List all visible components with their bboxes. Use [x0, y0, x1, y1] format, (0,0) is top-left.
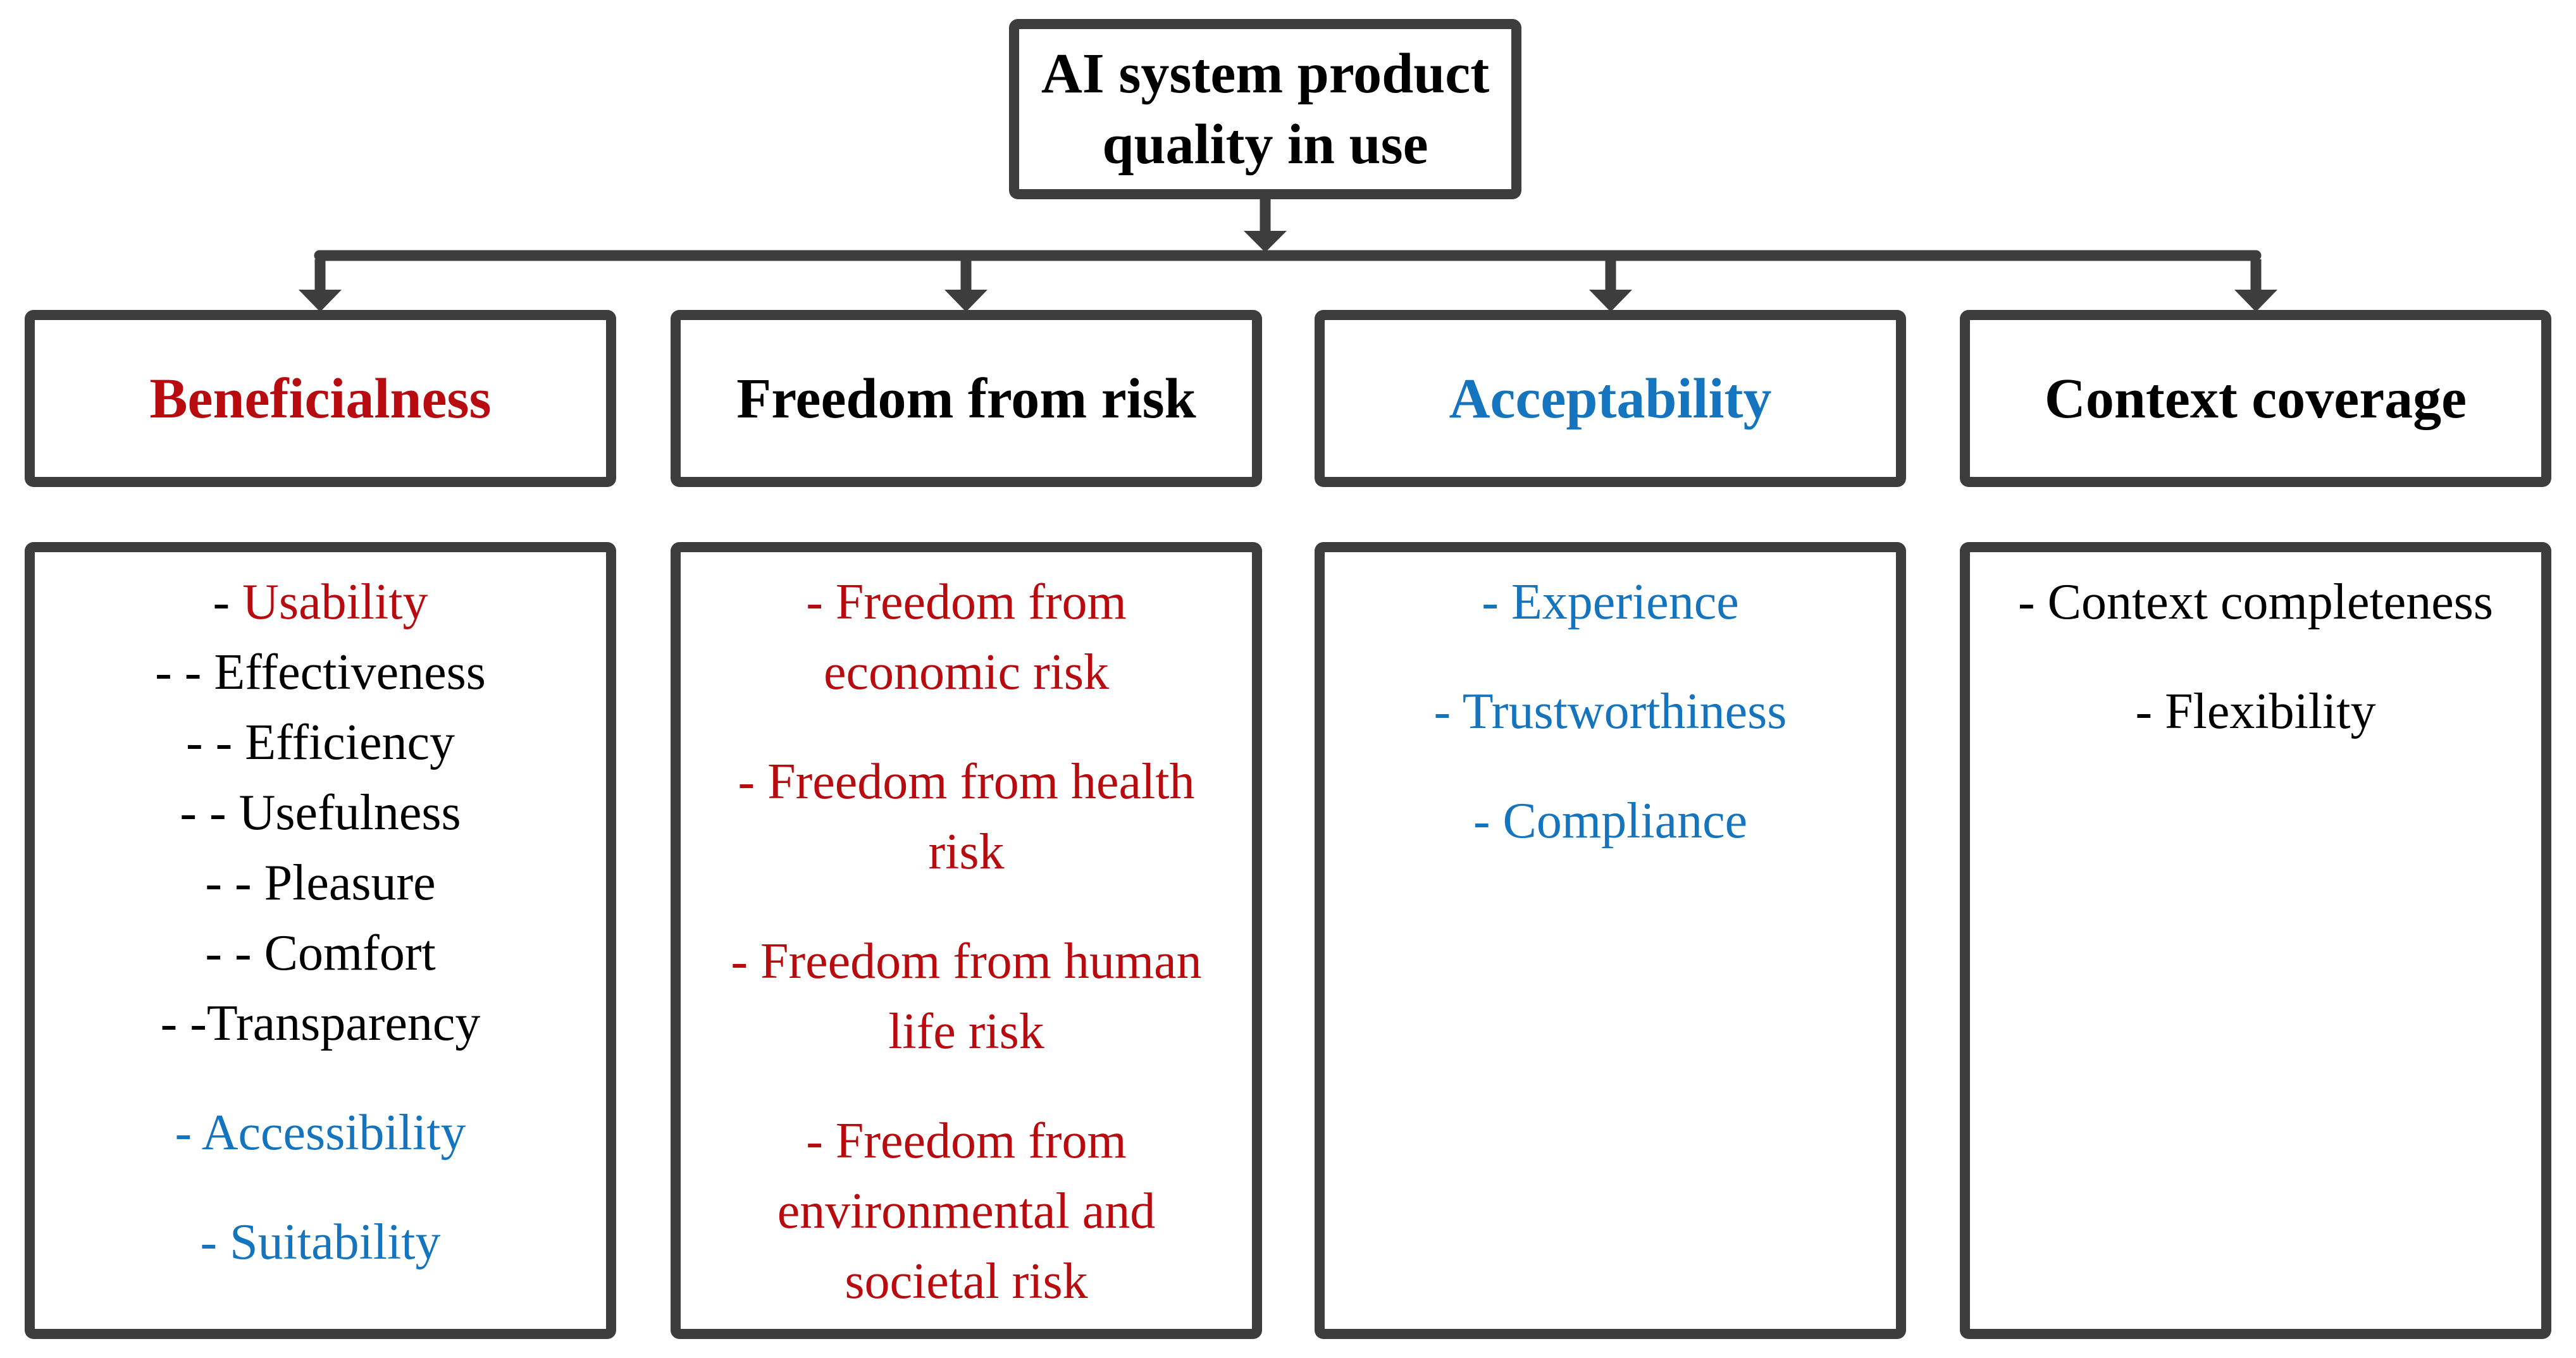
list-item-pleasure: - - Pleasure [205, 855, 436, 911]
usability-text: Usability [242, 574, 428, 630]
list-item-suitability: - Suitability [200, 1214, 441, 1270]
usability-dash: - [213, 574, 243, 630]
list-item-environmental-societal-risk: - Freedom from environmental and societa… [777, 1113, 1156, 1309]
header-box-freedom-from-risk: Freedom from risk [671, 310, 1262, 487]
detail-box-acceptability: - Experience - Trustworthiness - Complia… [1315, 542, 1906, 1339]
list-item-usefulness: - - Usefulness [180, 785, 461, 841]
detail-box-freedom-from-risk: - Freedom from economic risk - Freedom f… [671, 542, 1262, 1339]
list-item-health-risk: - Freedom from health risk [738, 754, 1195, 880]
branch-arrowhead-1-icon [299, 290, 342, 312]
list-item-economic-risk: - Freedom from economic risk [806, 574, 1127, 700]
root-node-box: AI system product quality in use [1009, 19, 1521, 199]
header-box-context-coverage: Context coverage [1960, 310, 2551, 487]
header-box-acceptability: Acceptability [1315, 310, 1906, 487]
detail-box-context-coverage: - Context completeness - Flexibility [1960, 542, 2551, 1339]
header-label-freedom-from-risk: Freedom from risk [736, 367, 1196, 430]
branch-arrowhead-2-icon [944, 290, 988, 312]
header-label-acceptability: Acceptability [1449, 367, 1772, 430]
list-item-human-life-risk: - Freedom from human life risk [731, 934, 1202, 1059]
list-item-effectiveness: - - Effectiveness [155, 645, 486, 700]
list-item-usability: - Usability [42, 567, 598, 638]
branch-arrowhead-3-icon [1589, 290, 1632, 312]
list-item-experience: - Experience [1482, 574, 1739, 630]
root-title-line1: AI system product [1041, 42, 1490, 105]
branch-arrowhead-4-icon [2234, 290, 2277, 312]
list-item-context-completeness: - Context completeness [2018, 574, 2493, 630]
header-label-context-coverage: Context coverage [2044, 367, 2467, 430]
list-item-flexibility: - Flexibility [2135, 684, 2376, 739]
root-arrowhead-icon [1244, 231, 1287, 252]
list-item-comfort: - - Comfort [205, 925, 436, 981]
header-label-beneficialness: Beneficialness [149, 367, 492, 430]
list-item-transparency: - -Transparency [160, 996, 481, 1051]
list-item-efficiency: - - Efficiency [186, 715, 455, 770]
list-item-accessibility: - Accessibility [175, 1105, 466, 1161]
root-title-line2: quality in use [1102, 113, 1428, 176]
header-box-beneficialness: Beneficialness [25, 310, 616, 487]
list-item-compliance: - Compliance [1473, 793, 1748, 849]
list-item-trustworthiness: - Trustworthiness [1434, 684, 1787, 739]
detail-box-beneficialness: - Usability - - Effectiveness - - Effici… [25, 542, 616, 1339]
